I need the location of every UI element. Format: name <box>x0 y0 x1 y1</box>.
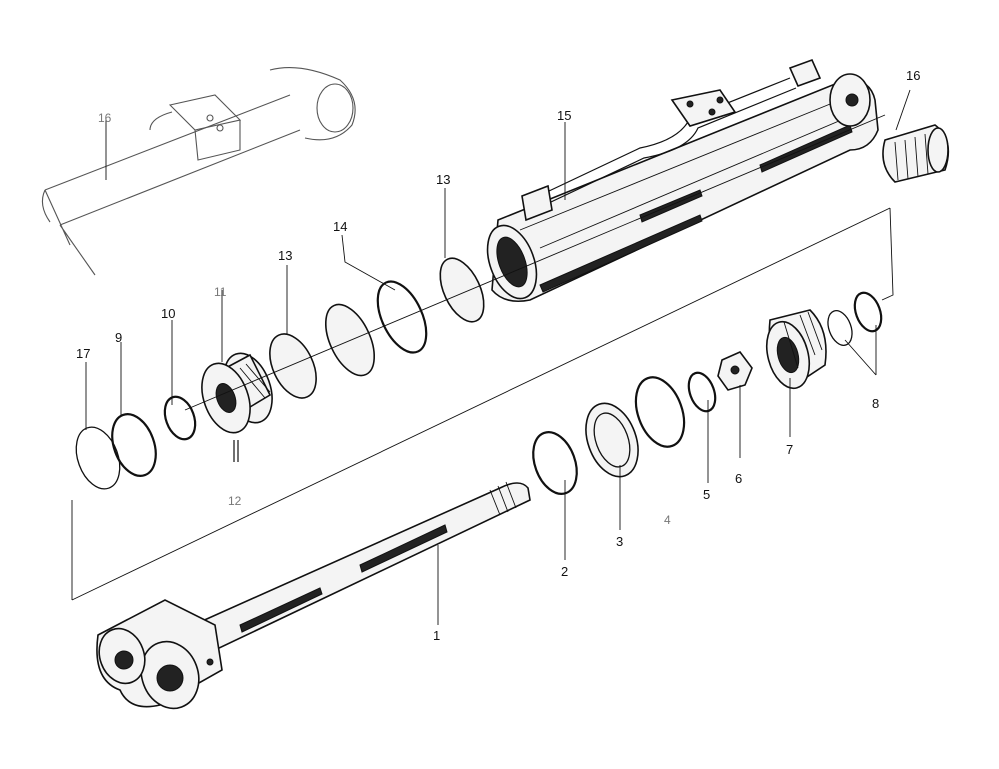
callout-5: 5 <box>703 487 710 502</box>
callout-13-upper: 13 <box>436 172 450 187</box>
callout-16-ghost: 16 <box>98 111 112 125</box>
nut-6 <box>717 351 753 391</box>
ghost-cylinder-assembly <box>41 67 356 276</box>
callout-9: 9 <box>115 330 122 345</box>
callout-13-lower: 13 <box>278 248 292 263</box>
callout-8: 8 <box>872 396 879 411</box>
callout-17: 17 <box>76 346 90 361</box>
leader-lines <box>85 89 911 625</box>
ring-14 <box>324 280 428 377</box>
ring-13-upper <box>439 257 485 323</box>
callout-3: 3 <box>616 534 623 549</box>
callout-16-right: 16 <box>906 68 920 83</box>
callout-labels: 1 2 3 4 5 6 7 8 9 10 11 12 13 13 14 15 1… <box>76 68 920 643</box>
ring-9 <box>111 413 157 477</box>
ring-5 <box>687 371 717 413</box>
piston <box>201 352 273 434</box>
hydraulic-pipe <box>521 58 822 222</box>
assembly-guide-lines <box>71 114 894 601</box>
ring-8-inner <box>827 310 853 346</box>
callout-1: 1 <box>433 628 440 643</box>
bushing-16 <box>882 124 950 183</box>
callout-11: 11 <box>214 285 227 299</box>
ring-8-outer <box>853 291 883 333</box>
ring-3 <box>585 402 639 478</box>
piston-rod <box>96 481 531 710</box>
callout-7: 7 <box>786 442 793 457</box>
piston-screw <box>233 440 239 462</box>
ring-13-lower <box>269 333 317 399</box>
ring-4 <box>634 376 686 448</box>
callout-2: 2 <box>561 564 568 579</box>
callout-15: 15 <box>557 108 571 123</box>
callout-14: 14 <box>333 219 347 234</box>
callout-6: 6 <box>735 471 742 486</box>
ring-10 <box>163 395 197 441</box>
callout-12: 12 <box>228 494 242 508</box>
callout-10: 10 <box>161 306 175 321</box>
cylinder-barrel <box>486 73 879 303</box>
ring-17 <box>75 426 121 490</box>
gland <box>765 309 827 390</box>
callout-4: 4 <box>664 513 671 527</box>
ring-2 <box>532 431 578 495</box>
